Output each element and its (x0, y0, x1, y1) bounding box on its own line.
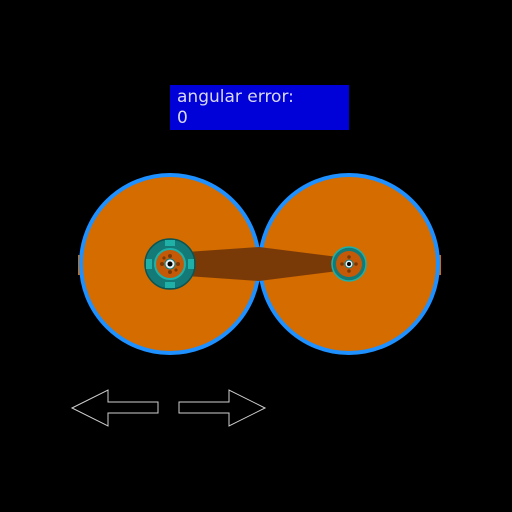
left-hub-bolt (160, 262, 164, 266)
left-hub-axle-center (167, 261, 173, 267)
rotate-right-button[interactable] (178, 389, 267, 427)
right-hub-bolt (354, 262, 358, 266)
left-hub-bolt (168, 270, 172, 274)
left-hub-notch (165, 282, 175, 288)
arrow-left-icon[interactable] (70, 389, 159, 427)
rotate-left-button[interactable] (70, 389, 159, 427)
left-hub-notch (188, 259, 194, 269)
right-hub-axle-center (347, 262, 351, 266)
left-hub-bolt (162, 256, 166, 260)
left-hub (144, 238, 196, 290)
angular-error-value: 0 (177, 108, 188, 128)
left-hub-bolt (168, 254, 172, 258)
drive-belt (172, 247, 346, 281)
right-hub-bolt (340, 262, 344, 266)
left-hub-notch (146, 259, 152, 269)
left-hub-notch (165, 240, 175, 246)
right-hub-bolt (347, 269, 351, 273)
angular-error-label: angular error: (177, 87, 294, 107)
left-hub-bolt (176, 262, 180, 266)
arrow-right-icon[interactable] (178, 389, 267, 427)
left-hub-bolt (174, 268, 178, 272)
right-hub (331, 246, 367, 282)
angular-error-panel: angular error: 0 (170, 85, 349, 130)
right-hub-bolt (347, 255, 351, 259)
